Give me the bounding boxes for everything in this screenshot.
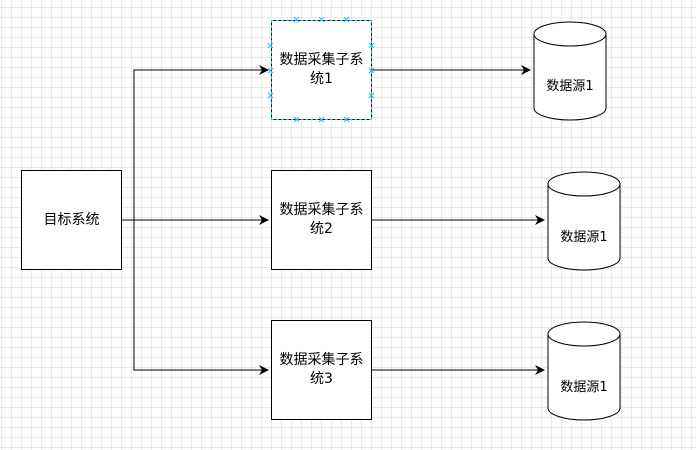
target-system-label: 目标系统	[43, 211, 100, 228]
collector-label-2: 数据采集子系统2	[279, 202, 364, 237]
database-icon-2[interactable]	[547, 171, 621, 271]
collector-label-1: 数据采集子系统1	[279, 52, 364, 87]
database-icon-3[interactable]	[547, 321, 621, 421]
data-source-label-2: 数据源1	[560, 230, 608, 245]
collector-box-3[interactable]: 数据采集子系统3	[271, 320, 372, 420]
collector-label-3: 数据采集子系统3	[279, 352, 364, 387]
collector-box-1[interactable]: 数据采集子系统1	[271, 20, 372, 120]
data-source-label-3: 数据源1	[560, 380, 608, 395]
selection-handle-group[interactable]	[267, 16, 375, 123]
database-icon-1[interactable]	[533, 21, 607, 121]
collector-box-2[interactable]: 数据采集子系统2	[271, 170, 372, 270]
data-source-label-1: 数据源1	[546, 79, 594, 94]
target-system-box[interactable]: 目标系统	[21, 170, 122, 270]
edge-target-collector-3[interactable]	[133, 220, 269, 375]
